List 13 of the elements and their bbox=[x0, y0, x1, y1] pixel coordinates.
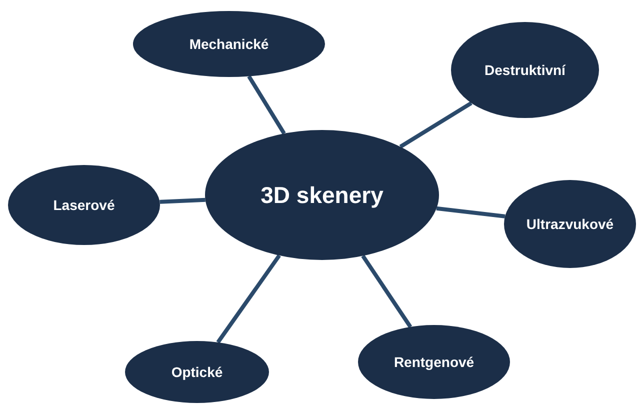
topic-label: Rentgenové bbox=[394, 354, 474, 370]
connector-line bbox=[216, 254, 281, 344]
connector-line bbox=[436, 206, 506, 218]
topic-label: Mechanické bbox=[189, 36, 269, 52]
connector-line bbox=[160, 198, 206, 204]
topic-label: Destruktivní bbox=[484, 62, 566, 78]
connector-line bbox=[247, 75, 286, 135]
topic-label: Ultrazvukové bbox=[526, 216, 614, 232]
topic-label: 3D skenery bbox=[260, 182, 384, 208]
topic-label: Laserové bbox=[53, 197, 115, 213]
connector-line bbox=[361, 254, 412, 328]
topic-label: Optické bbox=[171, 364, 223, 380]
connector-line bbox=[399, 101, 472, 148]
